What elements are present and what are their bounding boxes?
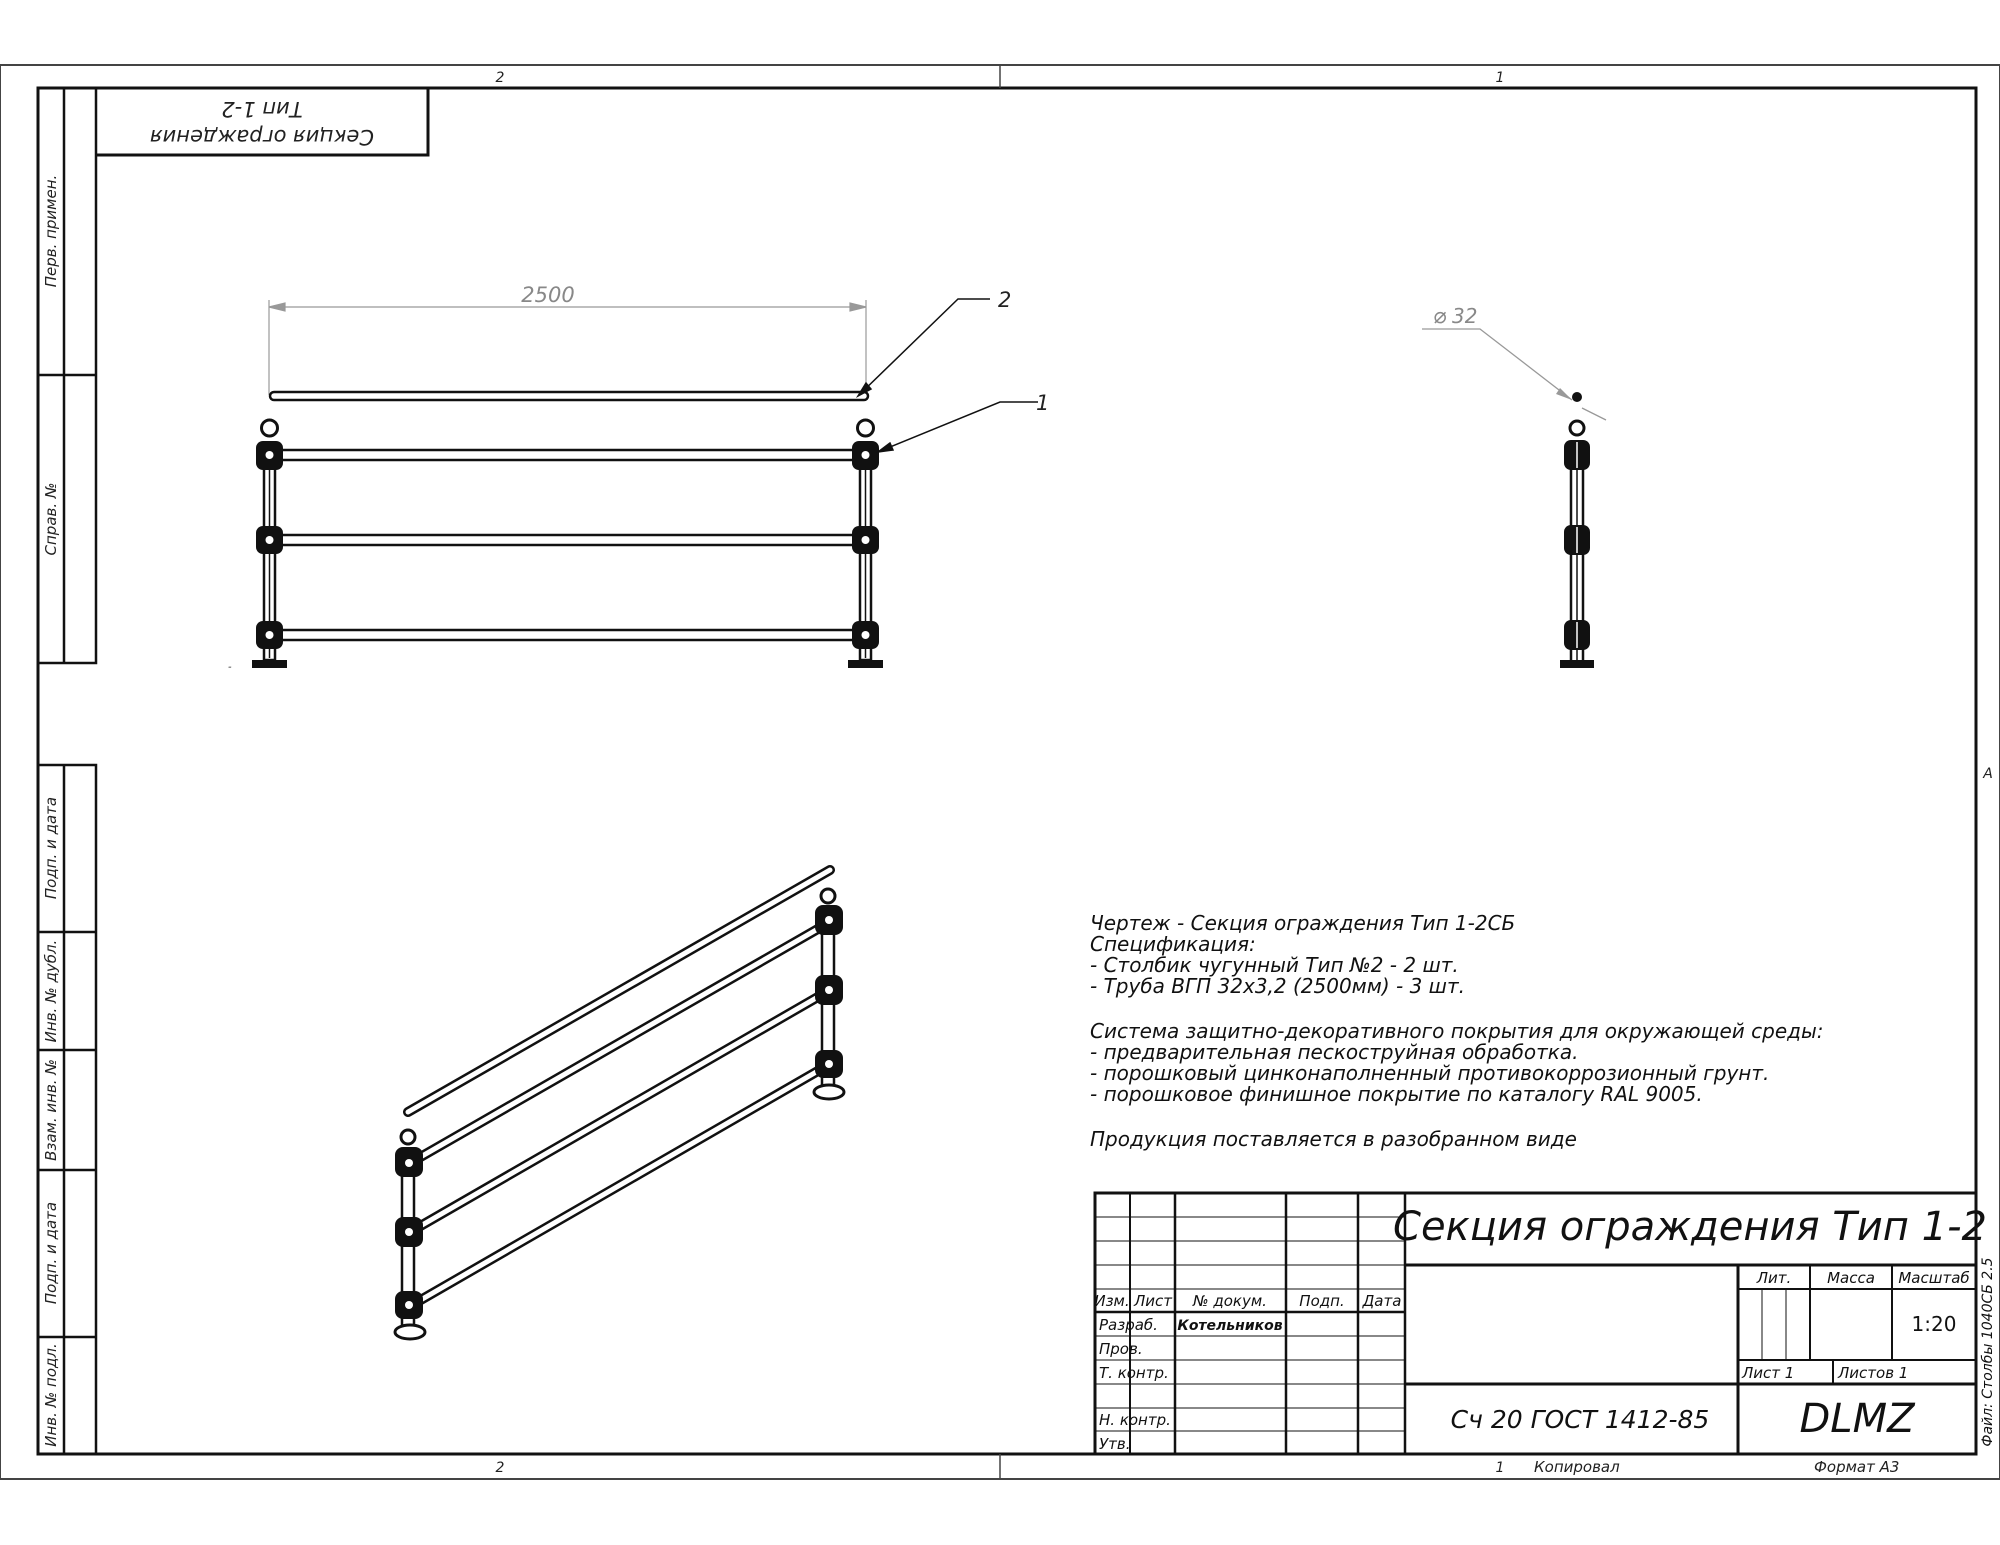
diameter-label: 32 bbox=[1452, 304, 1477, 328]
callout-1-label: 1 bbox=[1036, 391, 1049, 415]
row-prov: Пров. bbox=[1099, 1340, 1143, 1358]
scale-value: 1:20 bbox=[1912, 1312, 1957, 1336]
binding-labels: Перв. примен. Справ. № Подп. и дата Инв.… bbox=[42, 175, 60, 1447]
note-line-2: - Столбик чугунный Тип №2 - 2 шт. bbox=[1090, 953, 1459, 977]
header-data: Дата bbox=[1362, 1292, 1402, 1310]
header-lit: Лит. bbox=[1756, 1269, 1792, 1287]
zone-top-left: 2 bbox=[496, 70, 505, 86]
header-masshtab: Масштаб bbox=[1898, 1269, 1969, 1287]
side-view: ⌀ 32 bbox=[1422, 304, 1607, 668]
header-podp: Подп. bbox=[1299, 1292, 1344, 1310]
note-line-5: Система защитно-декоративного покрытия д… bbox=[1090, 1019, 1824, 1043]
dimension-length-label: 2500 bbox=[521, 283, 574, 307]
note-line-3: - Труба ВГП 32х3,2 (2500мм) - 3 шт. bbox=[1090, 974, 1465, 998]
material-label: Сч 20 ГОСТ 1412-85 bbox=[1451, 1405, 1710, 1434]
stamp-line-2: Тип 1-2 bbox=[221, 97, 302, 121]
title-block: Секция ограждения Тип 1-2 Сч 20 ГОСТ 141… bbox=[1093, 1191, 1996, 1456]
drawing-title: Секция ограждения Тип 1-2 bbox=[1393, 1204, 1987, 1250]
header-list: Лист bbox=[1133, 1292, 1173, 1310]
note-line-0: Чертеж - Секция ограждения Тип 1-2СБ bbox=[1090, 911, 1515, 935]
author-name: Котельников bbox=[1177, 1318, 1282, 1334]
file-name: Файл: Столбы 1040СБ 2.5 bbox=[1980, 1257, 1996, 1446]
isometric-view bbox=[393, 865, 846, 1341]
iso-post-far bbox=[812, 887, 846, 1101]
diameter-symbol: ⌀ bbox=[1433, 304, 1447, 329]
sheet-number: Лист 1 bbox=[1741, 1364, 1794, 1382]
stamp-line-1: Секция ограждения bbox=[150, 125, 374, 149]
note-line-6: - предварительная пескоструйная обработк… bbox=[1090, 1040, 1579, 1064]
zone-bottom-left: 2 bbox=[496, 1460, 505, 1476]
front-post-left bbox=[252, 418, 287, 668]
top-stamp: Секция ограждения Тип 1-2 bbox=[96, 88, 430, 157]
company-logo-text: DLMZ bbox=[1800, 1396, 1917, 1442]
note-line-1: Спецификация: bbox=[1090, 932, 1256, 956]
label-inv-no-dubl: Инв. № дубл. bbox=[42, 940, 60, 1043]
label-podp-i-data-2: Подп. и дата bbox=[42, 1202, 60, 1304]
label-sprav-no: Справ. № bbox=[42, 483, 60, 556]
callout-leaders bbox=[855, 298, 1038, 454]
notes-block: Чертеж - Секция ограждения Тип 1-2СБ Спе… bbox=[1090, 911, 1824, 1151]
row-utv: Утв. bbox=[1099, 1435, 1131, 1453]
header-massa: Масса bbox=[1827, 1269, 1875, 1287]
iso-post-near bbox=[393, 1128, 427, 1341]
tick-mark: - bbox=[228, 662, 232, 673]
front-post-right bbox=[848, 418, 883, 668]
binding-strip bbox=[36, 86, 98, 1456]
zone-bottom-right: 1 bbox=[1496, 1460, 1505, 1476]
zone-right-side: A bbox=[1982, 766, 1993, 782]
header-no-dokum: № докум. bbox=[1192, 1292, 1267, 1310]
callout-2-label: 2 bbox=[998, 288, 1011, 312]
sheets-total: Листов 1 bbox=[1837, 1364, 1908, 1382]
front-rails bbox=[278, 448, 862, 642]
footer-format: Формат А3 bbox=[1814, 1458, 1899, 1476]
note-line-8: - порошковое финишное покрытие по катало… bbox=[1090, 1082, 1703, 1106]
front-view: 2500 bbox=[228, 283, 1049, 673]
label-vzam-inv-no: Взам. инв. № bbox=[42, 1059, 60, 1161]
header-izm: Изм. bbox=[1094, 1292, 1129, 1310]
note-line-7: - порошковый цинконаполненный противокор… bbox=[1090, 1061, 1769, 1085]
row-razrab: Разраб. bbox=[1099, 1316, 1158, 1334]
label-perv-primen: Перв. примен. bbox=[42, 175, 60, 288]
row-n-kontr: Н. контр. bbox=[1099, 1411, 1171, 1429]
row-t-kontr: Т. контр. bbox=[1099, 1364, 1169, 1382]
footer-kopiroval: Копировал bbox=[1534, 1458, 1620, 1476]
label-podp-i-data-1: Подп. и дата bbox=[42, 797, 60, 899]
loose-pipe bbox=[268, 390, 870, 402]
note-line-10: Продукция поставляется в разобранном вид… bbox=[1090, 1127, 1577, 1151]
outer-border bbox=[0, 64, 2000, 1480]
zone-top-right: 1 bbox=[1496, 70, 1505, 86]
label-inv-no-podl: Инв. № подл. bbox=[42, 1343, 60, 1446]
dimension-2500 bbox=[268, 300, 867, 395]
